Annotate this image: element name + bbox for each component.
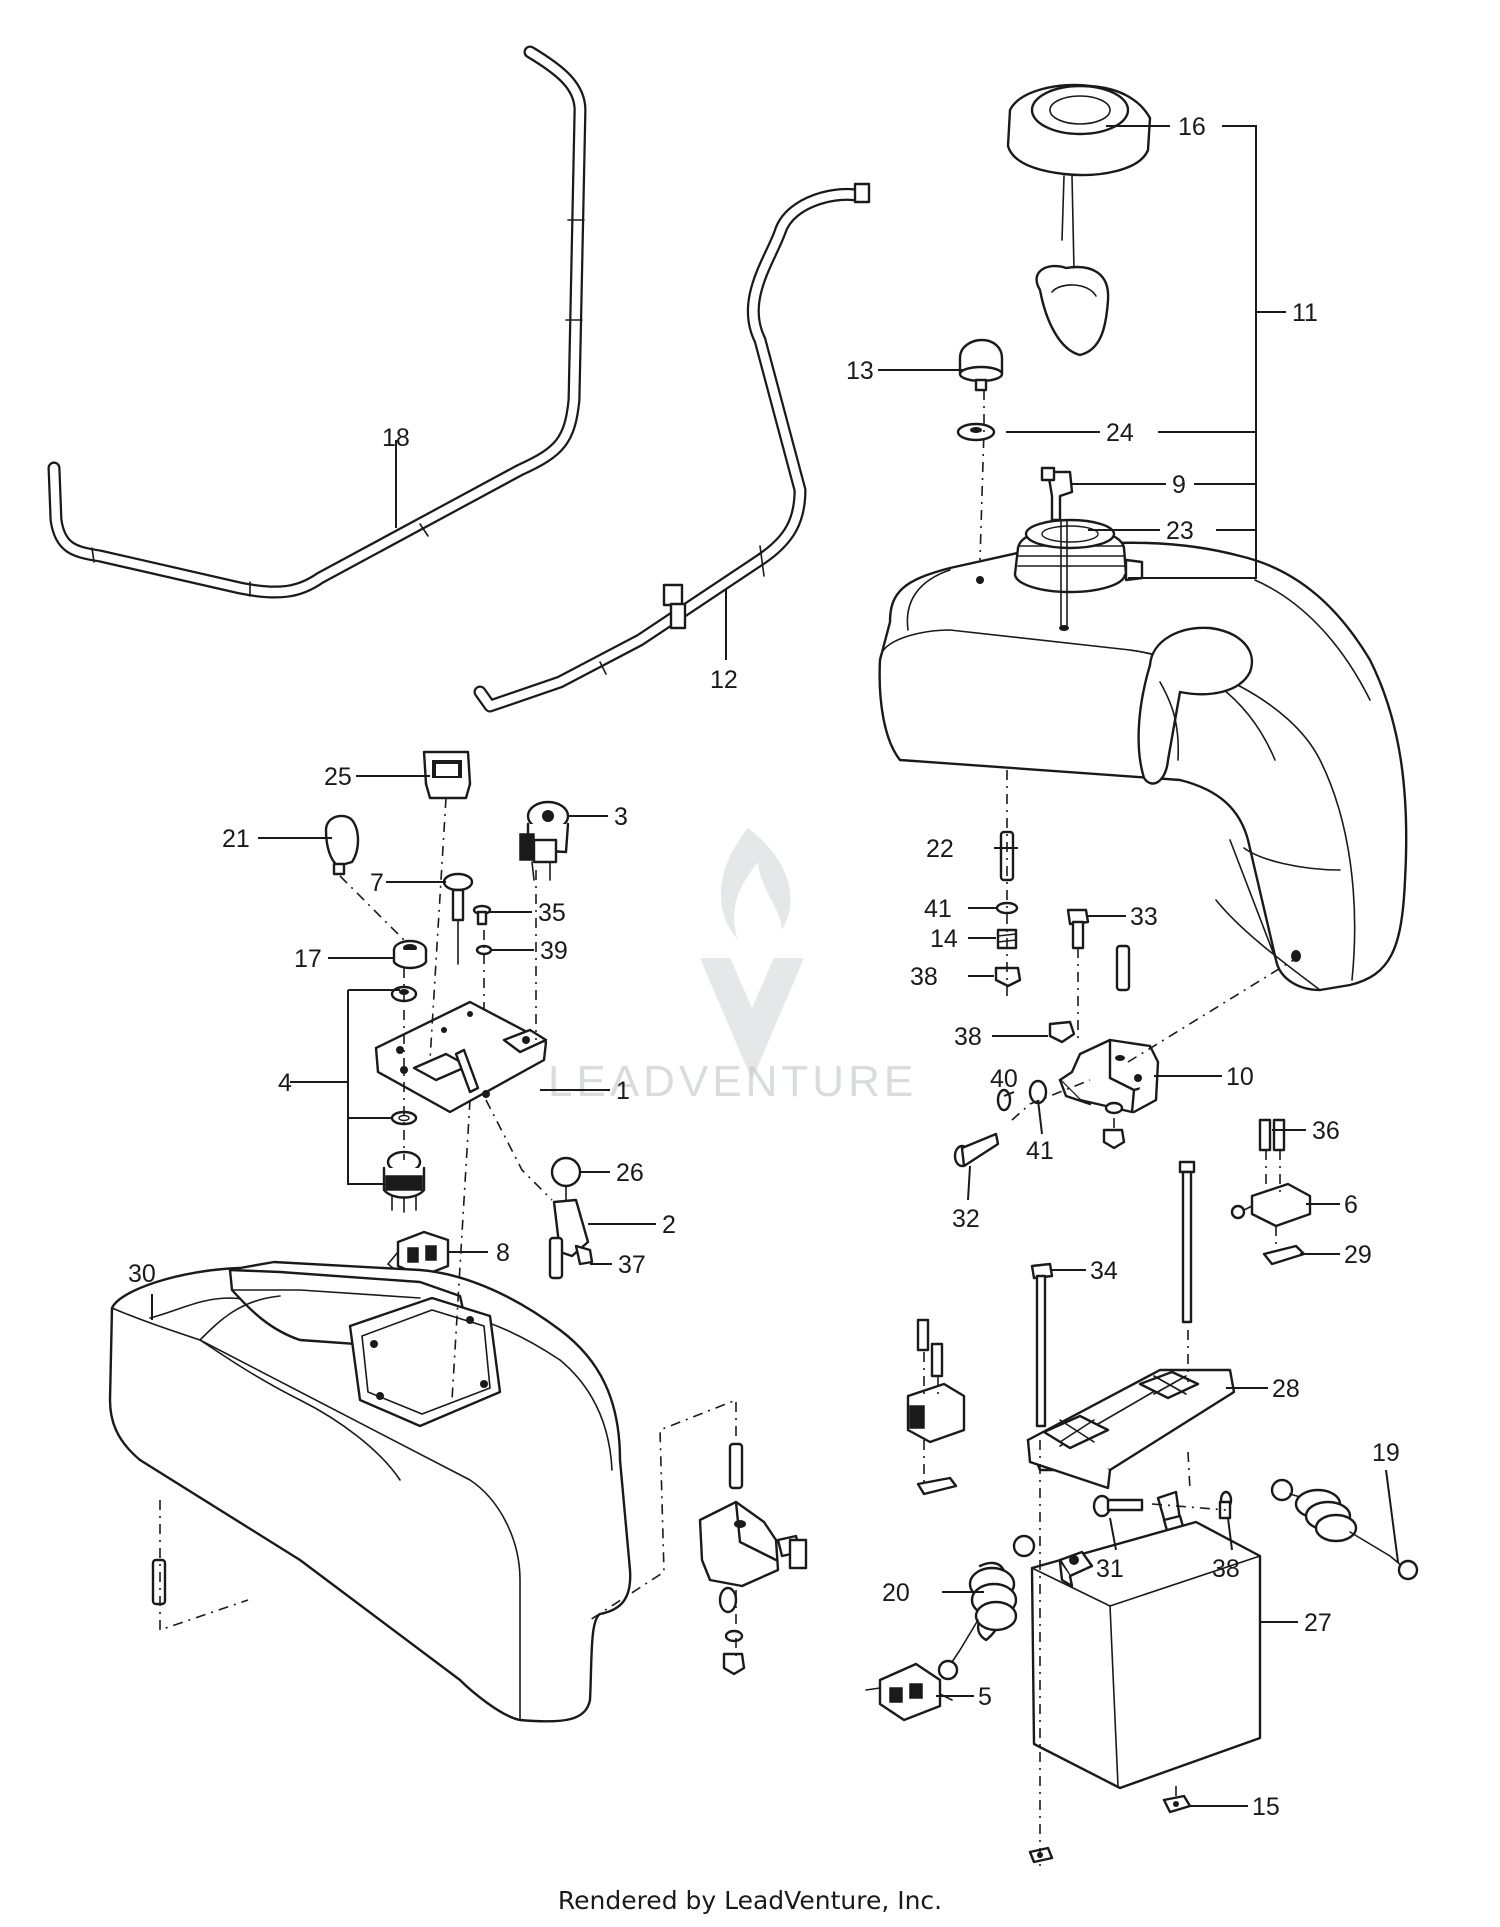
fuel-cap-16 <box>1006 83 1152 357</box>
callout-35: 35 <box>538 899 566 927</box>
callout-11: 11 <box>1292 299 1318 327</box>
callout-25: 25 <box>324 763 352 791</box>
callout-28: 28 <box>1272 1375 1300 1403</box>
bezel-25 <box>422 750 472 800</box>
leader-lines <box>151 125 1399 1807</box>
connector-8 <box>386 1230 450 1278</box>
washer-40 <box>996 1088 1012 1112</box>
ignition-switch-4 <box>382 1150 426 1213</box>
callout-5: 5 <box>978 1683 992 1711</box>
callout-17: 17 <box>294 945 322 973</box>
parts-diagram: LEADVENTURE <box>47 45 1419 1870</box>
callout-39: 39 <box>540 937 568 965</box>
cable-20 <box>937 1534 1036 1681</box>
leadventure-watermark-logo <box>700 828 804 1080</box>
fitting-9 <box>1040 466 1074 522</box>
connector-5 <box>865 1662 953 1722</box>
plunger-7 <box>442 872 474 965</box>
panel-1 <box>374 1000 548 1114</box>
callout-7: 7 <box>370 869 384 897</box>
choke-lever-26 <box>548 1156 594 1280</box>
bolt-34 <box>1030 1262 1054 1428</box>
callout-40: 40 <box>990 1065 1018 1093</box>
callout-3: 3 <box>614 803 628 831</box>
console-30 <box>108 1260 632 1723</box>
hose-12 <box>473 182 871 713</box>
callout-15: 15 <box>1252 1793 1280 1821</box>
bolt-battery-right <box>1178 1160 1196 1324</box>
bolt-33 <box>1066 908 1090 950</box>
callout-18: 18 <box>382 424 410 452</box>
callout-27: 27 <box>1304 1609 1332 1637</box>
nut-38-upper <box>994 966 1022 988</box>
console-pin <box>151 1558 167 1606</box>
callout-9: 9 <box>1172 471 1186 499</box>
nut-battery-bottom <box>1028 1846 1054 1864</box>
nut-38-lower <box>1218 1490 1233 1520</box>
nut-38-mid <box>1048 1020 1076 1044</box>
relay-left <box>906 1318 966 1496</box>
callout-19: 19 <box>1372 1439 1400 1467</box>
callout-22: 22 <box>926 835 954 863</box>
callout-29: 29 <box>1344 1241 1372 1269</box>
callout-33: 33 <box>1130 903 1158 931</box>
switch-3 <box>519 800 570 881</box>
alignment-lines <box>159 390 1301 1870</box>
callout-38: 38 <box>954 1023 982 1051</box>
callout-16: 16 <box>1178 113 1206 141</box>
callout-2: 2 <box>662 1211 676 1239</box>
callout-24: 24 <box>1106 419 1134 447</box>
callout-21: 21 <box>222 825 250 853</box>
callout-41: 41 <box>924 895 952 923</box>
callout-4: 4 <box>278 1069 292 1097</box>
battery-27 <box>1030 1520 1262 1790</box>
callout-20: 20 <box>882 1579 910 1607</box>
vent-13 <box>958 338 1004 392</box>
fuel-tank <box>878 518 1408 992</box>
callout-labels: 16 11 13 24 9 23 18 12 25 3 21 7 35 39 1… <box>128 113 1400 1821</box>
callout-1: 1 <box>616 1077 630 1105</box>
callout-13: 13 <box>846 357 874 385</box>
callout-32: 32 <box>952 1205 980 1233</box>
bolt-32 <box>953 1132 1000 1168</box>
callout-36: 36 <box>1312 1117 1340 1145</box>
callout-30: 30 <box>128 1260 156 1288</box>
watermark-text: LEADVENTURE <box>548 1057 917 1106</box>
callout-14: 14 <box>930 925 958 953</box>
callout-37: 37 <box>618 1251 646 1279</box>
callout-10: 10 <box>1226 1063 1254 1091</box>
nut-15 <box>1162 1794 1192 1814</box>
cable-19 <box>1270 1478 1419 1581</box>
washer-41-lower <box>1028 1079 1048 1105</box>
console-bracket <box>698 1442 808 1676</box>
pin-22 <box>999 830 1015 882</box>
callout-38: 38 <box>910 963 938 991</box>
screw-35 <box>472 904 492 926</box>
nut-bracket-lower <box>1102 1101 1126 1150</box>
footer-credit: Rendered by LeadVenture, Inc. <box>557 1886 943 1915</box>
callout-38: 38 <box>1212 1555 1240 1583</box>
pin-bracket <box>1115 944 1131 992</box>
grommet-24 <box>956 422 996 442</box>
switch-6 <box>1230 1118 1312 1266</box>
callout-23: 23 <box>1166 517 1194 545</box>
callout-41: 41 <box>1026 1137 1054 1165</box>
hose-18 <box>47 45 587 599</box>
callout-6: 6 <box>1344 1191 1358 1219</box>
callout-26: 26 <box>616 1159 644 1187</box>
bolt-31 <box>1092 1494 1144 1518</box>
callout-8: 8 <box>496 1239 510 1267</box>
bracket-10 <box>1058 1038 1160 1114</box>
callout-31: 31 <box>1096 1555 1124 1583</box>
callout-12: 12 <box>710 666 738 694</box>
knob-21 <box>324 814 360 876</box>
nut-17 <box>392 939 428 970</box>
callout-34: 34 <box>1090 1257 1118 1285</box>
battery-holddown-28 <box>1026 1368 1236 1490</box>
